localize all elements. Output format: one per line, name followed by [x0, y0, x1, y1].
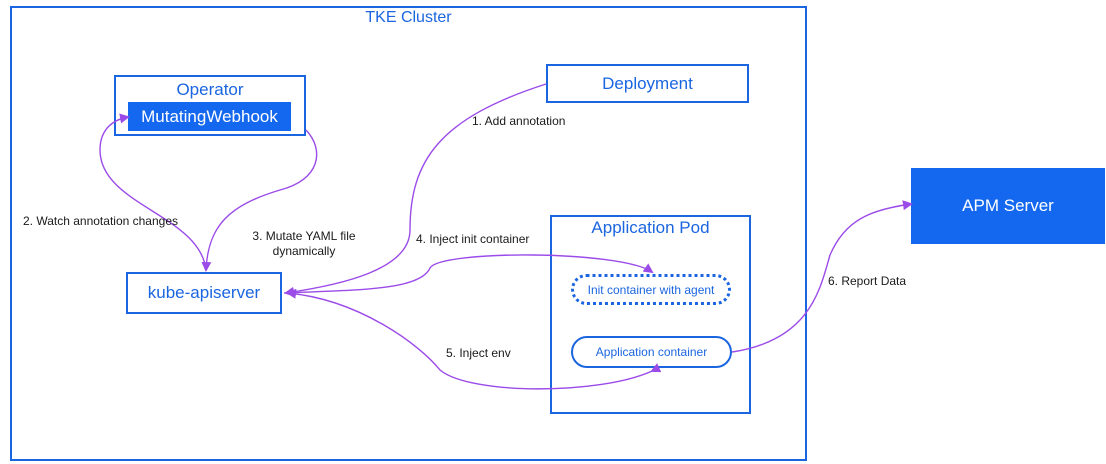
label-report-data: 6. Report Data	[828, 274, 907, 288]
edge-inject-env	[286, 288, 662, 390]
deployment-box[interactable]: Deployment	[546, 64, 749, 103]
edge-report-data	[731, 200, 913, 353]
label-watch-annotation: 2. Watch annotation changes	[23, 214, 178, 228]
edge-watch-annotation	[99, 113, 207, 271]
label-mutate-yaml-line2: dynamically	[272, 244, 336, 258]
tke-cluster-title: TKE Cluster	[365, 9, 452, 26]
kube-apiserver-box[interactable]: kube-apiserver	[126, 272, 282, 314]
label-inject-init: 4. Inject init container	[416, 232, 530, 246]
edge-inject-init	[283, 254, 654, 294]
edge-mutate-yaml	[201, 129, 318, 272]
label-add-annotation: 1. Add annotation	[472, 114, 566, 128]
tke-cluster-frame	[10, 6, 807, 461]
apm-server-box[interactable]: APM Server	[911, 168, 1105, 244]
label-mutate-yaml-line1: 3. Mutate YAML file	[252, 229, 356, 243]
operator-title: Operator	[176, 80, 244, 99]
label-inject-env: 5. Inject env	[446, 346, 511, 360]
application-pod-title: Application Pod	[591, 218, 710, 237]
mutating-webhook-box[interactable]: MutatingWebhook	[128, 102, 291, 131]
edge-add-annotation	[284, 83, 547, 297]
